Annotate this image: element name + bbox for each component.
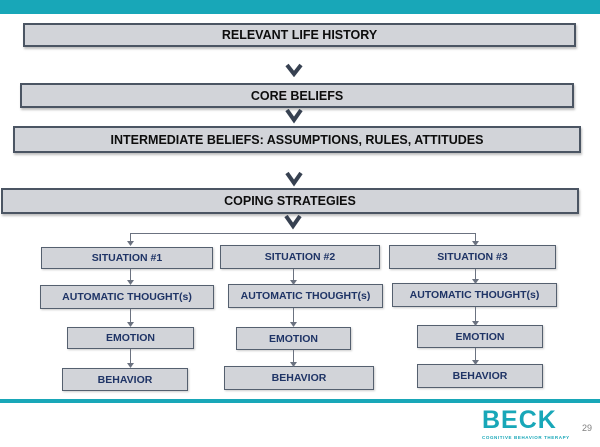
- situation-3-box: SITUATION #3: [389, 245, 556, 269]
- arrowhead-icon: [127, 280, 134, 285]
- column-1-connector: [130, 349, 131, 367]
- chevron-down-icon: [285, 171, 303, 187]
- core-beliefs-box: CORE BELIEFS: [20, 83, 574, 108]
- chevron-down-icon: [285, 63, 303, 77]
- arrowhead-icon: [127, 322, 134, 327]
- arrowhead-icon: [472, 360, 479, 365]
- emotion-1-box: EMOTION: [67, 327, 194, 349]
- situation-1-box: SITUATION #1: [41, 247, 213, 269]
- situation-2-box: SITUATION #2: [220, 245, 380, 269]
- behavior-2-box: BEHAVIOR: [224, 366, 374, 390]
- arrowhead-icon: [290, 280, 297, 285]
- emotion-3-box: EMOTION: [417, 325, 543, 348]
- automatic-thought-3-box: AUTOMATIC THOUGHT(s): [392, 283, 557, 307]
- behavior-1-box: BEHAVIOR: [62, 368, 188, 391]
- behavior-3-box: BEHAVIOR: [417, 364, 543, 388]
- branch-drop-3: [475, 233, 476, 245]
- chevron-down-icon: [284, 214, 302, 230]
- arrowhead-icon: [290, 322, 297, 327]
- arrowhead-icon: [472, 321, 479, 326]
- arrowhead-icon: [472, 279, 479, 284]
- column-2-connector: [293, 269, 294, 284]
- automatic-thought-1-box: AUTOMATIC THOUGHT(s): [40, 285, 214, 309]
- column-2-connector: [293, 308, 294, 326]
- beck-logo: BECK: [482, 406, 557, 434]
- column-2-connector: [293, 350, 294, 366]
- coping-strategies-box: COPING STRATEGIES: [1, 188, 579, 214]
- relevant-life-history-box: RELEVANT LIFE HISTORY: [23, 23, 576, 47]
- arrowhead-icon: [290, 362, 297, 367]
- intermediate-beliefs-box: INTERMEDIATE BELIEFS: ASSUMPTIONS, RULES…: [13, 126, 581, 153]
- arrowhead-icon: [127, 241, 134, 246]
- bottom-accent-band: [0, 399, 600, 403]
- chevron-down-icon: [285, 108, 303, 124]
- arrowhead-icon: [127, 363, 134, 368]
- branch-drop-1: [130, 233, 131, 245]
- column-3-connector: [475, 269, 476, 283]
- column-3-connector: [475, 348, 476, 364]
- top-accent-band: [0, 0, 600, 14]
- automatic-thought-2-box: AUTOMATIC THOUGHT(s): [228, 284, 383, 308]
- column-1-connector: [130, 309, 131, 326]
- column-3-connector: [475, 307, 476, 325]
- branch-connector-line: [130, 233, 476, 234]
- page-number: 29: [582, 423, 593, 433]
- beck-logo-subtitle: COGNITIVE BEHAVIOR THERAPY: [482, 435, 570, 440]
- emotion-2-box: EMOTION: [236, 327, 351, 350]
- column-1-connector: [130, 269, 131, 284]
- arrowhead-icon: [472, 241, 479, 246]
